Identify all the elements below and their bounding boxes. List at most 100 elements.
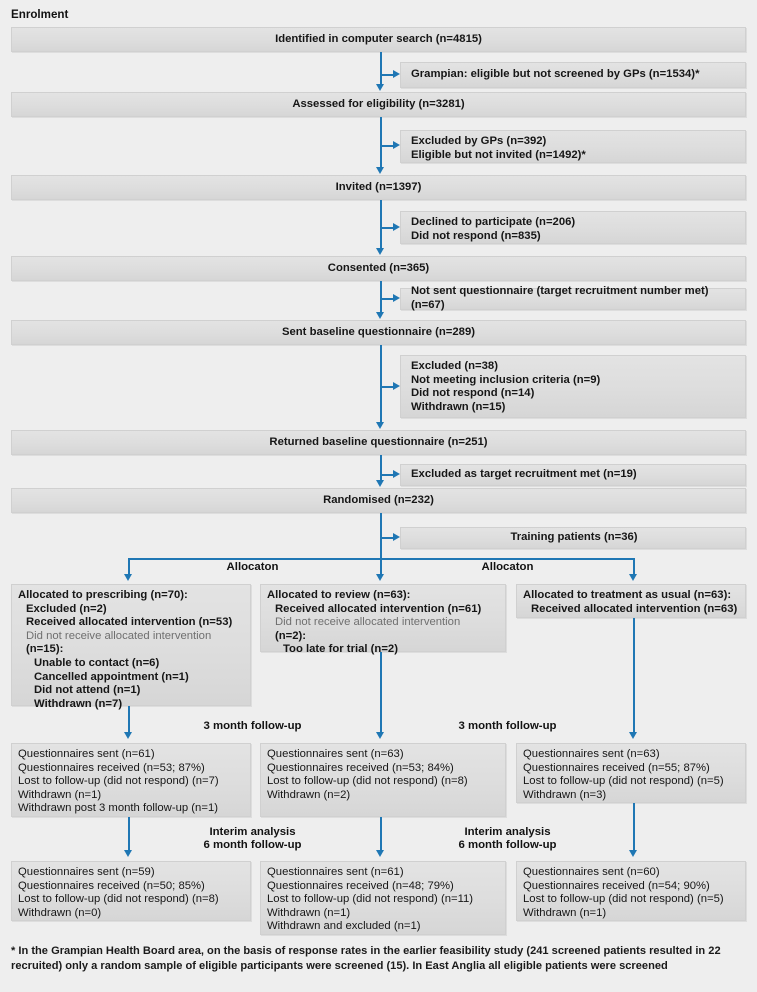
box-identified-label: Identified in computer search (n=4815) [275,32,482,45]
arrowhead-right-icon [393,141,400,149]
box-invited-label: Invited (n=1397) [335,180,422,193]
arrowhead-down-icon [629,732,637,739]
label-interim-right-line1: Interim analysis [464,826,551,838]
line: Lost to follow-up (did not respond) (n=8… [267,775,468,788]
connector-line [380,117,382,169]
line: Received allocated intervention (n=61) [275,602,482,615]
line: Received allocated intervention (n=63) [531,602,738,615]
line: Cancelled appointment (n=1) [34,670,189,683]
connector-line [633,618,635,734]
label-allocation-right: Allocaton [481,561,534,573]
connector-line [381,386,395,388]
page-title: Enrolment [11,8,69,21]
line: Allocated to treatment as usual (n=63): [523,589,732,601]
box-assessed-label: Assessed for eligibility (n=3281) [292,97,465,110]
box-declined: Declined to participate (n=206) Did not … [400,211,746,244]
box-excluded-target-met: Excluded as target recruitment met (n=19… [400,464,746,486]
line: (n=15): [26,643,64,656]
connector-line [380,652,382,734]
box-followup3-review: Questionnaires sent (n=63) Questionnaire… [260,743,506,817]
line: Did not receive allocated intervention [26,629,212,642]
connector-line [380,455,382,482]
line: Excluded (n=38) [411,360,498,372]
box-training-label: Training patients (n=36) [510,531,638,544]
arrowhead-down-icon [629,574,637,581]
arrowhead-right-icon [393,533,400,541]
arrowhead-down-icon [124,574,132,581]
line: Questionnaires sent (n=61) [267,866,404,878]
box-excluded-by-gps: Excluded by GPs (n=392) Eligible but not… [400,130,746,163]
box-randomised: Randomised (n=232) [11,488,746,513]
line: Questionnaires received (n=50; 85%) [18,879,205,892]
footnote: * In the Grampian Health Board area, on … [11,945,721,972]
arrowhead-down-icon [376,422,384,429]
arrowhead-down-icon [376,480,384,487]
connector-line [380,513,382,559]
line: Questionnaires received (n=48; 79%) [267,879,454,892]
line: Questionnaires sent (n=61) [18,748,155,760]
line: Lost to follow-up (did not respond) (n=1… [267,893,474,906]
box-not-sent-label: Not sent questionnaire (target recruitme… [411,285,709,311]
box-identified: Identified in computer search (n=4815) [11,27,746,52]
label-interim-left-line2: 6 month follow-up [203,839,302,851]
arrowhead-down-icon [376,312,384,319]
box-sent-baseline: Sent baseline questionnaire (n=289) [11,320,746,345]
box-grampian-label: Grampian: eligible but not screened by G… [411,68,700,81]
line: Allocated to prescribing (n=70): [18,589,188,601]
connector-line [633,558,635,576]
arrowhead-down-icon [376,574,384,581]
line: Lost to follow-up (did not respond) (n=8… [18,893,219,906]
label-followup3-left: 3 month follow-up [203,720,302,732]
box-grampian-excluded: Grampian: eligible but not screened by G… [400,62,746,88]
box-training-patients: Training patients (n=36) [400,527,746,549]
connector-line [380,345,382,424]
line: Declined to participate (n=206) [411,216,576,228]
arrowhead-down-icon [376,850,384,857]
box-consented-label: Consented (n=365) [327,261,430,274]
connector-line [381,227,395,229]
line: Questionnaires sent (n=59) [18,866,155,878]
line: Withdrawn (n=0) [18,906,102,919]
line: Withdrawn (n=3) [523,788,607,801]
line: (n=2): [275,629,307,642]
line: Questionnaires received (n=54; 90%) [523,879,710,892]
connector-line [128,558,130,576]
line: Questionnaires sent (n=63) [267,748,404,760]
box-excluded-38: Excluded (n=38) Not meeting inclusion cr… [400,355,746,418]
connector-line [381,537,395,539]
line: Questionnaires received (n=55; 87%) [523,761,710,774]
label-allocation-left: Allocaton [226,561,279,573]
line: Withdrawn (n=7) [34,697,123,710]
label-followup3-right: 3 month follow-up [458,720,557,732]
line: Withdrawn (n=15) [411,400,506,413]
connector-line [380,200,382,250]
box-assessed: Assessed for eligibility (n=3281) [11,92,746,117]
connector-line [633,803,635,852]
line: Allocated to review (n=63): [267,589,411,601]
connector-line [380,558,382,576]
line: Lost to follow-up (did not respond) (n=5… [523,775,724,788]
line: Did not respond (n=835) [411,229,541,242]
arrowhead-right-icon [393,382,400,390]
line: Questionnaires received (n=53; 87%) [18,761,205,774]
connector-line [381,298,395,300]
arrowhead-down-icon [124,850,132,857]
connector-line [381,474,395,476]
connector-line [381,74,395,76]
arrowhead-right-icon [393,294,400,302]
arrowhead-down-icon [376,84,384,91]
line: Did not respond (n=14) [411,387,535,400]
line: Questionnaires sent (n=63) [523,748,660,760]
line: Withdrawn (n=2) [267,788,351,801]
line: Too late for trial (n=2) [283,643,398,656]
line: Questionnaires sent (n=60) [523,866,660,878]
line: Withdrawn (n=1) [267,906,351,919]
arrowhead-right-icon [393,223,400,231]
line: Questionnaires received (n=53; 84%) [267,761,454,774]
label-interim-right-line2: 6 month follow-up [458,839,557,851]
label-interim-left-line1: Interim analysis [209,826,296,838]
box-sent-baseline-label: Sent baseline questionnaire (n=289) [281,325,476,338]
line: Did not receive allocated intervention [275,616,461,629]
box-followup6-prescribing: Questionnaires sent (n=59) Questionnaire… [11,861,251,921]
connector-line [381,145,395,147]
